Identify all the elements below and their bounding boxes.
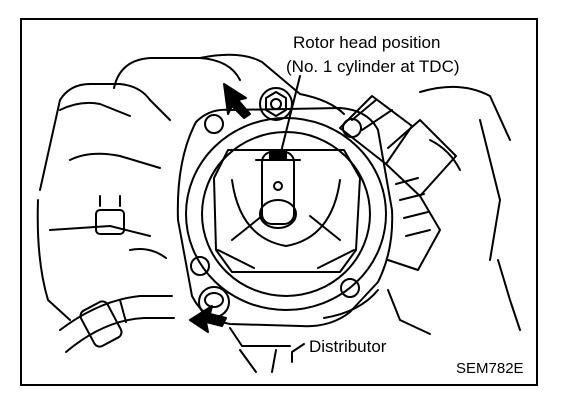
engine-top <box>113 53 521 331</box>
distributor-body <box>185 117 387 311</box>
engine-block-left <box>36 83 171 321</box>
arrow-lower-icon <box>189 305 227 333</box>
distributor-flange <box>176 107 394 328</box>
hose-clamp <box>59 295 175 353</box>
rotor-label-line2: (No. 1 cylinder at TDC) <box>286 57 460 76</box>
distributor-label: Distributor <box>307 337 389 356</box>
figure-code: SEM782E <box>456 360 524 377</box>
lower-hardware <box>229 289 431 373</box>
rotor-leader-line <box>279 75 301 157</box>
arrow-upper-icon <box>223 83 251 119</box>
bolt-lower <box>198 286 230 318</box>
rotor-label-line1: Rotor head position <box>293 33 441 52</box>
bolt-upper <box>259 87 293 121</box>
figure-frame <box>20 18 538 386</box>
connector-right <box>339 95 461 271</box>
distributor-leader-line <box>291 343 305 363</box>
rotor-head <box>255 149 301 229</box>
